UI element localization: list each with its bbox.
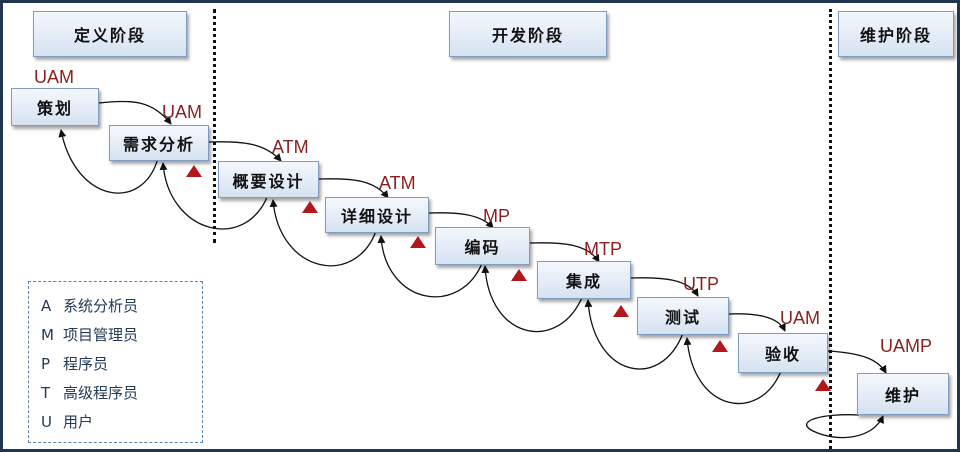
triangle-icon — [613, 305, 629, 317]
roles-coding: MP — [483, 206, 510, 226]
forward-arrow — [529, 242, 600, 263]
feedback-arrow — [805, 414, 884, 439]
triangle-icon — [815, 379, 831, 391]
legend-key: A — [41, 297, 52, 315]
stage-testing: 测试 — [637, 297, 729, 335]
triangle-icon — [302, 201, 318, 213]
stage-acceptance: 验收 — [738, 333, 828, 373]
phase-develop: 开发阶段 — [449, 11, 607, 57]
stage-maintenance: 维护 — [857, 373, 949, 415]
forward-arrow — [428, 212, 494, 229]
legend-item: U 用户 — [41, 408, 202, 437]
roles-testing: UTP — [683, 274, 719, 294]
feedback-arrow — [377, 235, 484, 298]
forward-arrow — [98, 100, 172, 125]
forward-arrow — [318, 178, 389, 199]
legend-key: U — [41, 413, 52, 431]
legend-item: T 高级程序员 — [41, 379, 202, 408]
legend-key: T — [41, 384, 51, 402]
legend-text: 系统分析员 — [63, 297, 139, 315]
legend-text: 用户 — [63, 413, 94, 431]
stage-plan: 策划 — [11, 88, 99, 126]
stage-outline-design: 概要设计 — [218, 161, 319, 198]
forward-arrow — [630, 277, 699, 297]
legend-item: P 程序员 — [41, 350, 202, 379]
stage-coding: 编码 — [435, 227, 530, 265]
feedback-arrow — [683, 337, 782, 405]
stage-integration: 集成 — [537, 261, 631, 299]
feedback-arrow — [58, 129, 159, 194]
phase-define: 定义阶段 — [33, 11, 187, 57]
triangle-icon — [712, 340, 728, 352]
roles-detailed-design: ATM — [379, 173, 416, 193]
feedback-arrow — [481, 265, 584, 333]
legend-text: 程序员 — [63, 355, 109, 373]
stage-requirements: 需求分析 — [109, 125, 209, 161]
roles-acceptance: UAM — [780, 308, 820, 328]
legend-key: P — [41, 355, 51, 373]
roles-plan: UAM — [34, 67, 74, 87]
legend-text: 高级程序员 — [63, 384, 139, 402]
legend-key: M — [41, 326, 54, 344]
roles-outline-design: ATM — [272, 137, 309, 157]
flow-arrows — [58, 100, 887, 439]
roles-maintenance: UAMP — [880, 336, 933, 356]
phase-maintain: 维护阶段 — [838, 11, 954, 57]
roles-requirements: UAM — [162, 102, 202, 122]
roles-integration: MTP — [584, 239, 622, 259]
forward-arrow — [728, 313, 786, 332]
feedback-arrow — [269, 199, 377, 267]
feedback-arrow — [584, 299, 684, 370]
triangle-icon — [186, 165, 202, 177]
triangle-icon — [511, 269, 527, 281]
phase-divider — [213, 9, 216, 243]
forward-arrow — [827, 350, 887, 374]
legend-item: M 项目管理员 — [41, 321, 202, 350]
forward-arrow — [208, 141, 282, 162]
feedback-arrow — [159, 162, 269, 230]
legend-item: A 系统分析员 — [41, 292, 202, 321]
triangle-icon — [410, 236, 426, 248]
stage-detailed-design: 详细设计 — [325, 197, 429, 233]
legend-text: 项目管理员 — [63, 326, 139, 344]
legend: A 系统分析员 M 项目管理员 P 程序员 T 高级程序员 U 用户 — [28, 281, 203, 443]
phase-divider — [829, 9, 832, 449]
